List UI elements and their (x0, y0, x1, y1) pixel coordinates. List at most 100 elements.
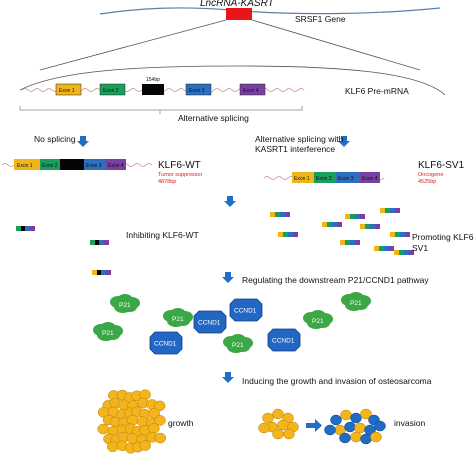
tumor-cell (106, 441, 119, 453)
p21-label: P21 (350, 300, 362, 307)
promoting-label-2: SV1 (412, 243, 428, 253)
tumor-cell (283, 428, 295, 440)
tumor-cell (354, 422, 366, 434)
p21-label: P21 (102, 330, 114, 337)
tumor-cell (139, 440, 151, 451)
outcome-label: Inducing the growth and invasion of oste… (242, 376, 432, 386)
p21-protein: P21 (163, 308, 193, 327)
wt-exon2-label: Exon 2 (42, 163, 58, 169)
promoting-label-1: Promoting KLF6- (412, 232, 474, 242)
ccnd1-label: CCND1 (234, 308, 257, 315)
pre-mrna-exon2-label: Exon 2 (103, 88, 119, 94)
srsf1-gene-label: SRSF1 Gene (295, 14, 346, 24)
sv1-exon4-label: Exon 4 (362, 176, 378, 182)
tumor-cell (272, 408, 284, 420)
arrow-to-pathway (222, 272, 234, 283)
ccnd1-protein: CCND1 (229, 298, 263, 322)
tumor-cell (154, 415, 166, 426)
tumor-cell (277, 419, 289, 431)
lncrna-kasrt-title: LncRNA-KASRT (200, 0, 275, 9)
p21-protein: P21 (223, 334, 253, 353)
invading-cell (344, 421, 356, 433)
arrow-to-protein (224, 196, 236, 207)
tumor-cell (126, 414, 139, 426)
wt-role: Tumor suppressor (158, 172, 203, 178)
lncrna-kasrt-box (226, 8, 252, 20)
no-splicing-arrow (77, 136, 89, 147)
growth-cell-cluster (97, 389, 167, 454)
alt-splicing-bracket (19, 106, 303, 111)
sv1-exon1-label: Exon 1 (294, 176, 310, 182)
no-splicing-label: No splicing (34, 134, 76, 144)
ccnd1-protein: CCND1 (193, 310, 227, 334)
p21-protein: P21 (303, 310, 333, 329)
invasion-cell-cluster-after (324, 408, 386, 445)
invading-cell (364, 424, 376, 436)
invading-cell (374, 420, 386, 432)
wt-name: KLF6-WT (158, 160, 201, 171)
tumor-cell (97, 423, 109, 435)
arrow-to-outcome (222, 372, 234, 383)
ccnd1-label: CCND1 (198, 320, 221, 327)
pre-mrna-size-label: 154bp (146, 77, 160, 83)
p21-protein: P21 (341, 292, 371, 311)
invading-cell (330, 414, 342, 426)
invasion-arrow (306, 419, 322, 432)
sv1-exons (292, 172, 380, 183)
p21-protein: P21 (110, 294, 140, 313)
wt-exon1-label: Exon 1 (17, 163, 33, 169)
invading-cell (350, 412, 362, 424)
tumor-cell (360, 408, 372, 420)
wt-small-transcripts (16, 226, 111, 275)
invading-cell (360, 433, 372, 445)
sv1-small-transcripts (270, 208, 414, 255)
growth-label: growth (168, 418, 194, 428)
alt-splicing-label: Alternative splicing (178, 113, 249, 123)
tumor-cell (153, 400, 166, 412)
pathway-label: Regulating the downstream P21/CCND1 path… (242, 275, 429, 285)
zoom-line-right (251, 19, 421, 71)
invading-cell (339, 432, 351, 444)
alt-interference-label-1: Alternative splicing with (255, 134, 344, 144)
tumor-cell (370, 431, 382, 443)
invasion-label: invasion (394, 418, 425, 428)
pre-mrna-exon3-label: Exon 3 (189, 88, 205, 94)
invading-cell (324, 424, 336, 436)
alt-interference-label-2: KASRT1 interference (255, 144, 335, 154)
ccnd1-label: CCND1 (154, 341, 177, 348)
tumor-cell (154, 432, 167, 444)
sv1-size: 4525bp (418, 179, 436, 185)
tumor-cell (340, 409, 352, 421)
ccnd1-label: CCND1 (272, 338, 295, 345)
p21-label: P21 (172, 316, 184, 323)
pre-mrna-exon1-label: Exon 1 (59, 88, 75, 94)
tumor-cell (272, 428, 284, 440)
p21-label: P21 (232, 342, 244, 349)
pre-mrna-label: KLF6 Pre-mRNA (345, 86, 409, 96)
inhibiting-label: Inhibiting KLF6-WT (126, 230, 199, 240)
invasion-cell-cluster-before (258, 408, 299, 440)
p21-label: P21 (312, 318, 324, 325)
ccnd1-protein: CCND1 (149, 331, 183, 355)
sv1-role: Oncogene (418, 172, 443, 178)
wt-exon4-label: Exon 4 (108, 163, 124, 169)
pre-mrna-arc (19, 65, 446, 96)
sv1-exon2-label: Exon 2 (316, 176, 332, 182)
sv1-exon3-label: Exon 3 (338, 176, 354, 182)
zoom-line-left (39, 19, 227, 71)
tumor-cell (262, 412, 274, 424)
p21-protein: P21 (93, 322, 123, 341)
tumor-cell (148, 423, 160, 434)
wt-exon3-label: Exon 3 (86, 163, 102, 169)
wt-exons (14, 159, 126, 170)
p21-label: P21 (119, 302, 131, 309)
tumor-cell (126, 433, 139, 444)
tumor-cell (258, 422, 270, 434)
pre-mrna-exon4-label: Exon 4 (243, 88, 259, 94)
pre-mrna-exons (55, 83, 266, 96)
ccnd1-protein: CCND1 (267, 328, 301, 352)
wt-size: 4878bp (158, 179, 176, 185)
